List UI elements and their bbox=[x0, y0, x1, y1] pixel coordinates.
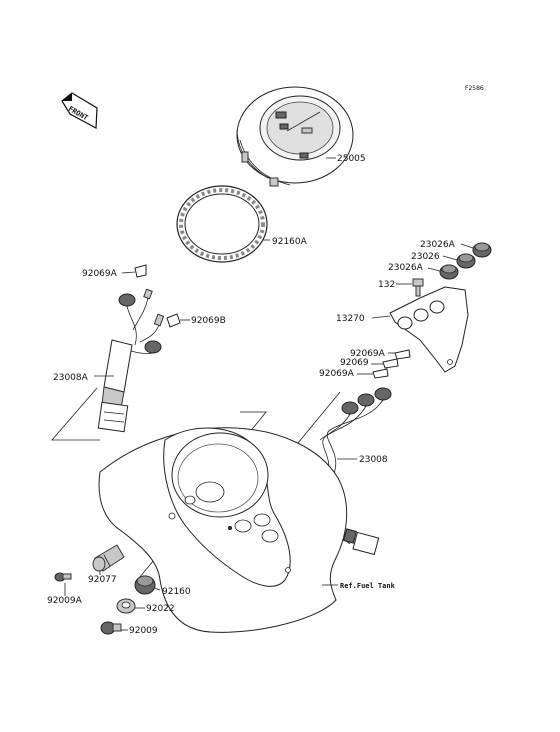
callout-132: 132 bbox=[378, 280, 395, 290]
left-clamp-92069B-part bbox=[166, 313, 181, 328]
callout-23008A: 23008A bbox=[53, 373, 89, 383]
screw-92009A-part bbox=[54, 572, 72, 582]
callout-23026A-top: 23026A bbox=[420, 240, 456, 250]
grommet-92160-part bbox=[134, 575, 156, 595]
left-clamp-92069A-part bbox=[134, 264, 147, 278]
bolt-132-part bbox=[412, 278, 424, 297]
ref-note: Ref.Fuel Tank bbox=[340, 582, 396, 590]
front-arrow-icon: FRONT bbox=[61, 92, 98, 129]
right-wiring-harness-part bbox=[315, 387, 392, 556]
callout-92069: 92069 bbox=[340, 358, 369, 368]
callout-92009: 92009 bbox=[129, 626, 158, 636]
callout-92022: 92022 bbox=[146, 604, 175, 614]
screw-92009-part bbox=[100, 621, 122, 635]
bezel-ring-part bbox=[176, 185, 268, 263]
callout-25005: 25005 bbox=[337, 154, 366, 164]
callout-13270: 13270 bbox=[336, 314, 365, 324]
grommet-92077-part bbox=[92, 544, 125, 572]
callout-92160: 92160 bbox=[162, 587, 191, 597]
callout-92069A-upper: 92069A bbox=[350, 349, 386, 359]
indicator-caps-part bbox=[439, 242, 492, 280]
callout-23026A-bottom: 23026A bbox=[388, 263, 424, 273]
callout-92069A-left: 92069A bbox=[82, 269, 118, 279]
left-wiring-harness-part bbox=[97, 288, 165, 433]
right-clamps-part bbox=[372, 349, 411, 379]
callout-92009A: 92009A bbox=[47, 596, 83, 606]
washer-92022-part bbox=[116, 598, 136, 614]
speedometer-part bbox=[236, 86, 354, 187]
callout-92069A-lower: 92069A bbox=[319, 369, 355, 379]
callout-92069B: 92069B bbox=[191, 316, 226, 326]
callout-92160A: 92160A bbox=[272, 237, 308, 247]
callout-92077: 92077 bbox=[88, 575, 117, 585]
meter-cover-part bbox=[98, 427, 348, 633]
figure-code: F2586 bbox=[465, 85, 484, 92]
bracket-part bbox=[389, 286, 469, 373]
callout-23026: 23026 bbox=[411, 252, 440, 262]
callout-23008: 23008 bbox=[359, 455, 388, 465]
